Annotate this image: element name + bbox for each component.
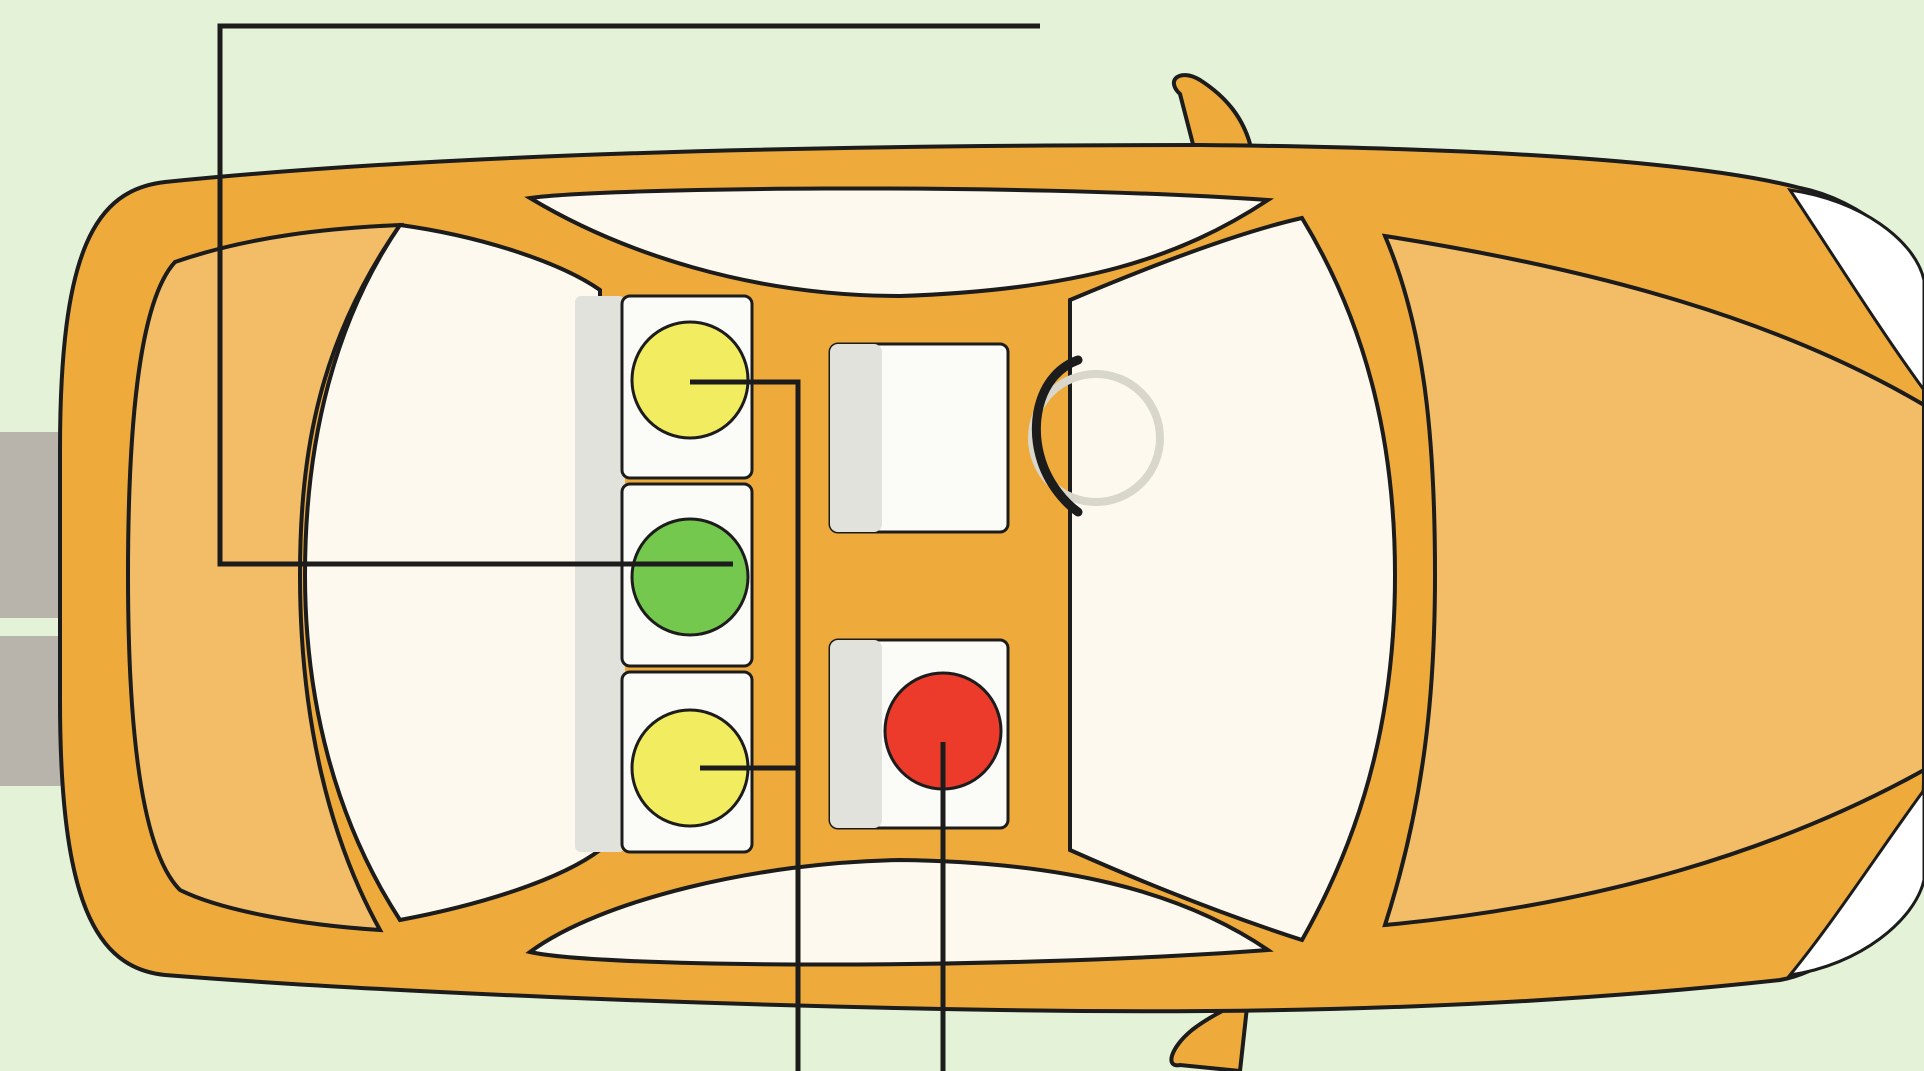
- side-window-bottom: [525, 857, 1274, 967]
- occupant-indicators: [630, 320, 1003, 828]
- leader-lines: [217, 23, 1040, 1071]
- side-window-top: [524, 186, 1275, 299]
- leader-line-rear-left: [690, 379, 801, 1071]
- side-mirrors: [1169, 73, 1255, 1071]
- mirror-top: [1171, 73, 1255, 154]
- occupant-rear-center: [630, 517, 750, 637]
- steering-wheel-icon: [1028, 355, 1164, 517]
- hood-panel: [1381, 233, 1924, 928]
- rear-window: [302, 222, 602, 923]
- windshield: [1068, 215, 1398, 943]
- driveway: [0, 432, 64, 786]
- leader-line-rear-center: [217, 23, 1040, 567]
